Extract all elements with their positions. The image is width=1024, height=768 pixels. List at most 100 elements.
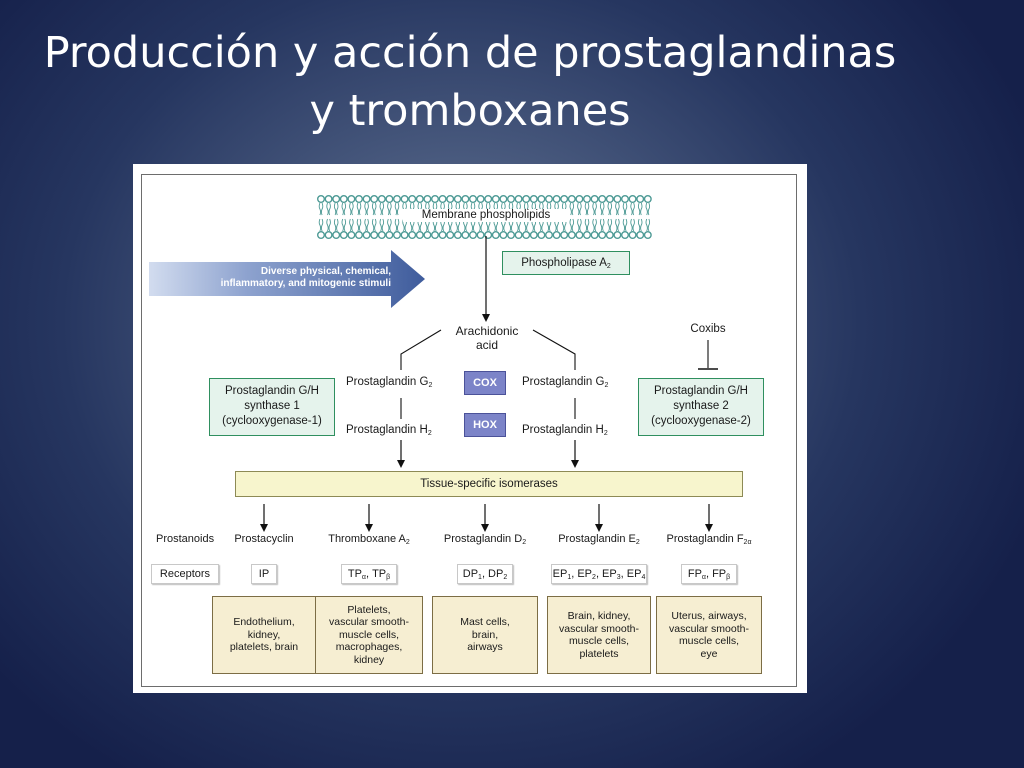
tissue-line: vascular smooth- <box>329 616 409 629</box>
lipid-tail <box>630 218 633 232</box>
lipid-tail <box>366 218 369 232</box>
tissue-line: kidney, <box>247 628 281 641</box>
tissue-box: Brain, kidney,vascular smooth-muscle cel… <box>547 596 651 674</box>
lipid-tail <box>358 218 362 232</box>
lipid-head <box>598 195 607 204</box>
lipid-head <box>438 195 447 204</box>
lipid-tail <box>381 218 385 232</box>
lipid-tail <box>333 218 337 232</box>
lipid-tail <box>374 218 377 232</box>
receptor-sub: 4 <box>641 574 646 581</box>
lipid-head <box>605 195 614 204</box>
receptor-text: , DP <box>481 568 504 580</box>
lipid-head <box>575 230 584 239</box>
receptor-text: , FP <box>705 568 727 580</box>
lipid-head <box>514 195 523 204</box>
lipid-tail <box>356 218 360 232</box>
lipid-tail <box>336 202 339 216</box>
lipid-head <box>446 195 455 204</box>
receptor-sub: α <box>701 574 706 581</box>
lipid-tail <box>351 218 354 232</box>
lipid-tail <box>584 202 588 216</box>
lipid-tail <box>637 202 641 216</box>
lipid-head <box>499 230 508 239</box>
pgh2-left-label: Prostaglandin H2 <box>346 424 432 437</box>
lipid-head <box>347 230 356 239</box>
lipid-tail <box>609 218 613 232</box>
lipid-tail <box>366 202 369 216</box>
lipid-head <box>438 230 447 239</box>
lipid-head <box>491 195 500 204</box>
lipid-tail <box>640 202 643 216</box>
lipid-tail <box>645 218 648 232</box>
lipid-head <box>636 195 645 204</box>
receptor-text: TP <box>347 568 362 580</box>
lipid-tail <box>586 202 590 216</box>
receptor-label: TPα, TPβ <box>341 564 397 584</box>
lipid-tail <box>577 218 580 232</box>
lipid-tail <box>622 202 626 216</box>
lipid-tail <box>394 202 398 216</box>
lipid-tail <box>602 218 605 232</box>
lipid-tail <box>571 218 575 232</box>
lipid-tail <box>632 218 635 232</box>
lipid-head <box>621 230 630 239</box>
lipid-tail <box>389 202 392 216</box>
lipid-head <box>529 195 538 204</box>
prostanoid-text: Thromboxane A <box>328 533 406 545</box>
tissue-line: vascular smooth- <box>559 622 639 635</box>
lipid-head <box>324 230 333 239</box>
lipid-head <box>408 195 417 204</box>
receptor-label: FPα, FPβ <box>681 564 737 584</box>
lipid-tail <box>358 202 362 216</box>
lipid-head <box>339 195 348 204</box>
receptor-sub: 1 <box>478 574 482 581</box>
synthase-1-box: Prostaglandin G/H synthase 1 (cyclooxyge… <box>209 378 335 436</box>
aa-left-branch <box>400 329 442 370</box>
lipid-head <box>583 195 592 204</box>
lipid-tail <box>632 202 635 216</box>
lipid-tail <box>396 218 400 232</box>
lipid-tail <box>592 202 595 216</box>
lipid-tail <box>343 218 347 232</box>
lipid-tail <box>371 218 375 232</box>
pgh2-left-text: Prostaglandin H <box>346 424 428 436</box>
lipid-tail <box>396 202 400 216</box>
lipid-tail <box>647 218 651 232</box>
lipid-tail <box>599 218 603 232</box>
title-line-2: y tromboxanes <box>309 86 631 136</box>
prostanoid-name: Prostaglandin F2α <box>649 533 769 546</box>
lipid-head <box>393 230 402 239</box>
lipid-head <box>476 195 485 204</box>
lipid-head <box>545 230 554 239</box>
prostanoid-name: Prostaglandin D2 <box>425 533 545 546</box>
lipid-head <box>537 230 546 239</box>
lipid-head <box>567 230 576 239</box>
prostanoid-sub: 2 <box>405 539 410 546</box>
lipid-tail <box>647 202 651 216</box>
lipid-head <box>339 230 348 239</box>
receptor-sub: β <box>726 574 731 581</box>
receptor-text: EP <box>552 568 568 580</box>
lipid-head <box>362 230 371 239</box>
lipid-head <box>332 230 341 239</box>
figure-frame <box>141 174 797 687</box>
tissue-box: Mast cells,brain,airways <box>432 596 538 674</box>
lipid-tail <box>336 218 339 232</box>
lipid-head <box>354 230 363 239</box>
lipid-head <box>347 195 356 204</box>
synthase-2-line-3: (cyclooxygenase-2) <box>651 415 751 427</box>
lipid-tail <box>586 218 590 232</box>
lipid-head <box>431 230 440 239</box>
prostanoid-sub: 2 <box>522 539 527 546</box>
tissue-box: Uterus, airways,vascular smooth-muscle c… <box>656 596 762 674</box>
pathway-figure: Membrane phospholipids Phospholipase A2 … <box>133 164 807 693</box>
prostanoid-text: Prostacyclin <box>234 533 294 545</box>
prostanoid-name: Prostaglandin E2 <box>539 533 659 546</box>
tissue-line: muscle cells, <box>678 635 740 647</box>
lipid-head <box>431 195 440 204</box>
lipid-head <box>332 195 341 204</box>
tissue-line: Uterus, airways, <box>671 610 747 622</box>
tissue-box: Endothelium,kidney,platelets, brain <box>212 596 316 674</box>
lipid-head <box>469 195 478 204</box>
